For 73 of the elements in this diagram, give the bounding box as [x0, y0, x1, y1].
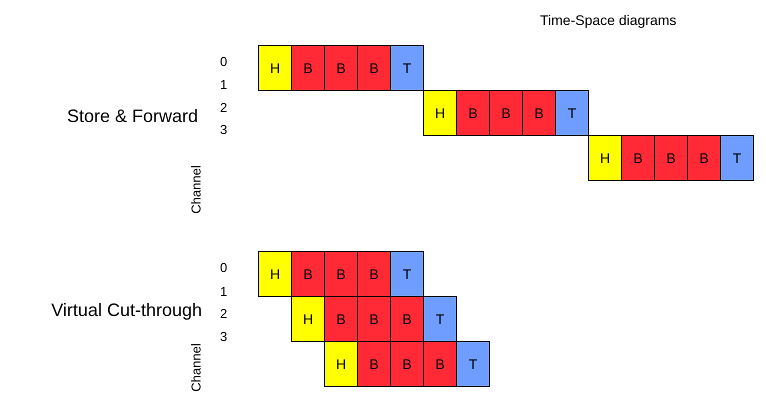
- flit-letter: T: [732, 150, 742, 166]
- row-label: Store & Forward: [66, 106, 198, 127]
- flit-cell: [423, 90, 457, 136]
- flit-cell: [291, 296, 325, 342]
- flit-cell: [291, 45, 325, 91]
- row-label: Virtual Cut-through: [51, 300, 202, 321]
- flit-letter: T: [468, 356, 478, 372]
- flit-letter: H: [434, 105, 446, 121]
- flit-letter: B: [633, 150, 643, 166]
- flit-letter: B: [402, 356, 412, 372]
- flit-cell: [456, 341, 490, 387]
- channel-number: 1: [220, 284, 228, 299]
- channel-number: 0: [220, 54, 228, 69]
- flit-letter: B: [435, 356, 445, 372]
- flit-cell: [357, 296, 391, 342]
- axis-label: Channel: [188, 342, 204, 392]
- flit-cell: [489, 90, 523, 136]
- flit-letter: B: [336, 311, 346, 327]
- channel-number: 2: [220, 100, 228, 115]
- flit-letter: T: [402, 60, 412, 76]
- flit-cell: [390, 45, 424, 91]
- flit-letter: B: [699, 150, 709, 166]
- flit-cell: [258, 45, 292, 91]
- channel-number: 1: [220, 77, 228, 92]
- channel-number: 3: [220, 122, 228, 137]
- flit-letter: H: [270, 60, 280, 76]
- flit-letter: H: [302, 311, 314, 327]
- channel-number: 0: [220, 260, 228, 275]
- flit-cell: [555, 90, 589, 136]
- flit-cell: [324, 341, 358, 387]
- flit-cell: [390, 251, 424, 297]
- flit-cell: [423, 341, 457, 387]
- flit-cell: [324, 296, 358, 342]
- flit-cell: [324, 251, 358, 297]
- flit-cell: [324, 45, 358, 91]
- flit-cell: [456, 90, 490, 136]
- flit-cell: [687, 135, 721, 181]
- flit-letter: B: [666, 150, 676, 166]
- flit-letter: B: [468, 105, 478, 121]
- flit-letter: H: [270, 266, 280, 282]
- flit-cell: [588, 135, 622, 181]
- flit-cell: [522, 90, 556, 136]
- flit-letter: B: [369, 60, 379, 76]
- axis-label: Channel: [188, 164, 204, 214]
- flit-cell: [258, 251, 292, 297]
- flit-letter: B: [534, 105, 544, 121]
- flit-cell: [423, 296, 457, 342]
- flit-letter: H: [600, 150, 610, 166]
- flit-letter: B: [336, 266, 346, 282]
- flit-letter: T: [402, 266, 412, 282]
- flit-letter: B: [501, 105, 511, 121]
- flit-cell: [291, 251, 325, 297]
- flit-letter: H: [336, 356, 346, 372]
- flit-letter: B: [303, 266, 313, 282]
- flit-cell: [390, 296, 424, 342]
- flit-letter: B: [369, 266, 379, 282]
- flit-letter: B: [303, 60, 313, 76]
- flit-letter: T: [568, 105, 576, 121]
- flit-letter: B: [369, 311, 379, 327]
- flit-letter: B: [402, 311, 412, 327]
- flit-cell: [720, 135, 754, 181]
- flit-letter: T: [436, 311, 444, 327]
- flit-cell: [621, 135, 655, 181]
- flit-letter: B: [336, 60, 346, 76]
- diagram-title: Time-Space diagrams: [540, 12, 676, 28]
- flit-letter: B: [369, 356, 379, 372]
- flit-cell: [357, 251, 391, 297]
- flit-cell: [357, 341, 391, 387]
- channel-number: 2: [220, 306, 228, 321]
- flit-cell: [357, 45, 391, 91]
- channel-number: 3: [220, 329, 228, 344]
- flit-cell: [654, 135, 688, 181]
- flit-cell: [390, 341, 424, 387]
